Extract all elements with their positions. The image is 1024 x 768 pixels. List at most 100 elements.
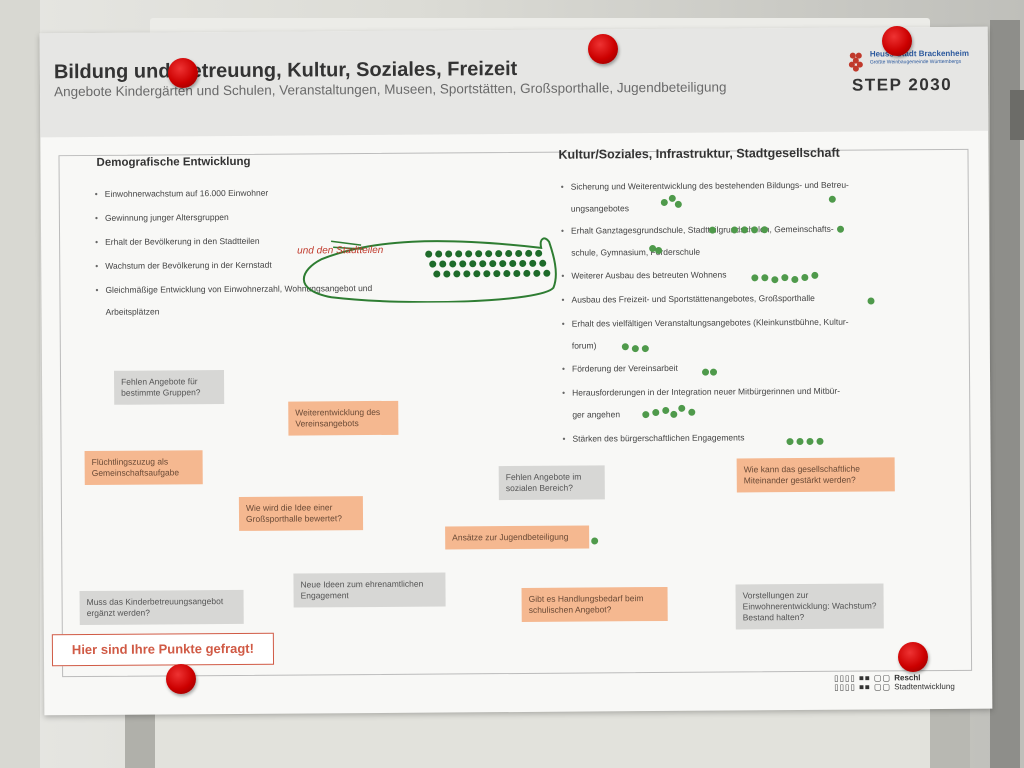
green-dot	[867, 297, 875, 305]
green-dot	[791, 276, 799, 284]
green-dot	[801, 273, 809, 282]
green-dot	[660, 198, 668, 206]
green-dot	[816, 437, 824, 445]
green-dot	[469, 260, 477, 268]
green-dot	[535, 249, 543, 257]
kultur-item-cont: ger angehen	[572, 409, 621, 420]
red-pin	[898, 642, 928, 672]
green-dot	[425, 250, 433, 258]
green-dot	[509, 259, 517, 268]
card-gray: Fehlen Angebote für bestimmte Gruppen?	[113, 370, 225, 405]
demografie-item: Einwohnerwachstum auf 16.000 Einwohner	[105, 182, 269, 205]
green-dot	[539, 259, 547, 267]
wall-left	[0, 0, 40, 768]
call-to-action: Hier sind Ihre Punkte gefragt!	[51, 632, 275, 667]
green-dot	[523, 269, 531, 277]
red-pin	[882, 26, 912, 56]
green-dot	[493, 270, 501, 278]
kultur-item: Stärken des bürgerschaftlichen Engagemen…	[572, 426, 744, 449]
green-dot	[473, 270, 481, 278]
kultur-item: Herausforderungen in der Integration neu…	[572, 380, 840, 404]
city-logo-subtext: Größte Weinbaugemeinde Württembergs	[869, 58, 962, 66]
green-dot	[443, 270, 451, 278]
green-dot	[445, 250, 453, 258]
green-dot	[806, 437, 814, 445]
green-dot	[519, 259, 527, 267]
kultur-item: Förderung der Vereinsarbeit	[572, 357, 678, 380]
green-dot	[771, 276, 779, 284]
demografie-item: Gewinnung junger Altersgruppen	[105, 206, 229, 229]
green-dot	[485, 250, 493, 258]
red-pin	[166, 664, 196, 694]
kultur-item-cont: forum)	[571, 340, 597, 351]
stand-leg-right	[930, 700, 970, 768]
green-dot	[621, 343, 629, 351]
green-dot	[730, 226, 739, 234]
card-gray: Neue Ideen zum ehrenamtlichen Engagement	[293, 572, 446, 608]
green-dot	[515, 249, 523, 258]
green-dot	[662, 406, 670, 414]
footer-logo-sub: Stadtentwicklung	[894, 681, 955, 692]
red-pin	[168, 58, 198, 88]
card-orange: Gibt es Handlungsbedarf beim schulischen…	[521, 586, 668, 622]
green-dot	[459, 260, 467, 268]
green-dot	[495, 250, 503, 258]
green-dot	[751, 274, 759, 282]
stand-clamp	[1010, 90, 1024, 140]
green-dot	[513, 269, 521, 278]
green-dot	[489, 260, 497, 268]
green-dot	[429, 260, 437, 268]
green-dot	[688, 408, 696, 416]
green-dot	[503, 270, 511, 278]
stand-post	[990, 20, 1020, 768]
kultur-item: Weiterer Ausbau des betreuten Wohnens	[571, 264, 726, 287]
footer-logo-name: Reschl	[894, 673, 921, 683]
green-dot	[499, 260, 507, 268]
demografie-item: Erhalt der Bevölkerung in den Stadtteile…	[105, 230, 260, 253]
card-gray: Vorstellungen zur Einwohnerentwicklung: …	[735, 583, 884, 630]
kultur-item-cont: schule, Gymnasium, Förderschule	[571, 246, 701, 258]
kultur-item: Sicherung und Weiterentwicklung des best…	[571, 174, 849, 198]
demografie-item-cont: Arbeitsplätzen	[105, 306, 160, 317]
card-gray: Fehlen Angebote im sozialen Bereich?	[498, 465, 605, 501]
green-dot	[652, 409, 660, 417]
green-dot	[475, 250, 483, 258]
card-orange: Ansätze zur Jugendbeteiligung	[445, 525, 590, 550]
green-dot	[525, 249, 533, 257]
green-dot	[465, 250, 473, 258]
green-dot	[670, 410, 678, 418]
green-dot	[828, 195, 836, 203]
green-dot	[674, 200, 682, 208]
green-dot	[543, 269, 551, 277]
green-dot	[678, 404, 686, 412]
green-dot	[433, 270, 441, 278]
green-dot	[786, 438, 794, 446]
card-gray: Muss das Kinderbetreuungsangebot ergänzt…	[79, 589, 244, 626]
green-dot	[631, 345, 639, 353]
poster-header: Bildung und Betreuung, Kultur, Soziales,…	[39, 26, 989, 138]
green-dot	[591, 537, 599, 545]
green-dot	[836, 225, 845, 233]
green-dot	[750, 226, 759, 234]
green-dot	[455, 250, 463, 258]
green-dot	[796, 437, 804, 446]
green-dot	[760, 226, 769, 234]
kultur-item-cont: ungsangebotes	[570, 203, 630, 214]
green-dot	[668, 194, 676, 202]
green-dot	[781, 274, 789, 282]
demografie-item: Wachstum der Bevölkerung in der Kernstad…	[105, 254, 272, 277]
handwritten-text: und den Stadtteilen	[297, 244, 384, 257]
kultur-item: Erhalt des vielfältigen Veranstaltungsan…	[572, 311, 849, 335]
green-dot	[435, 250, 443, 258]
handwritten-annotation	[302, 237, 557, 304]
card-orange: Wie wird die Idee einer Großsporthalle b…	[238, 496, 364, 531]
green-dot	[439, 260, 447, 268]
green-dot	[709, 368, 718, 376]
kultur-item: Erhalt Ganztagesgrundschule, Stadtteilgr…	[571, 218, 834, 242]
green-dot	[641, 345, 649, 353]
card-orange: Flüchtlingszuzug als Gemeinschaftsaufgab…	[84, 450, 203, 486]
green-dot	[479, 260, 487, 268]
card-orange: Weiterentwicklung des Vereinsangebots	[288, 400, 399, 436]
green-dot	[483, 270, 491, 278]
green-dot	[761, 274, 769, 282]
